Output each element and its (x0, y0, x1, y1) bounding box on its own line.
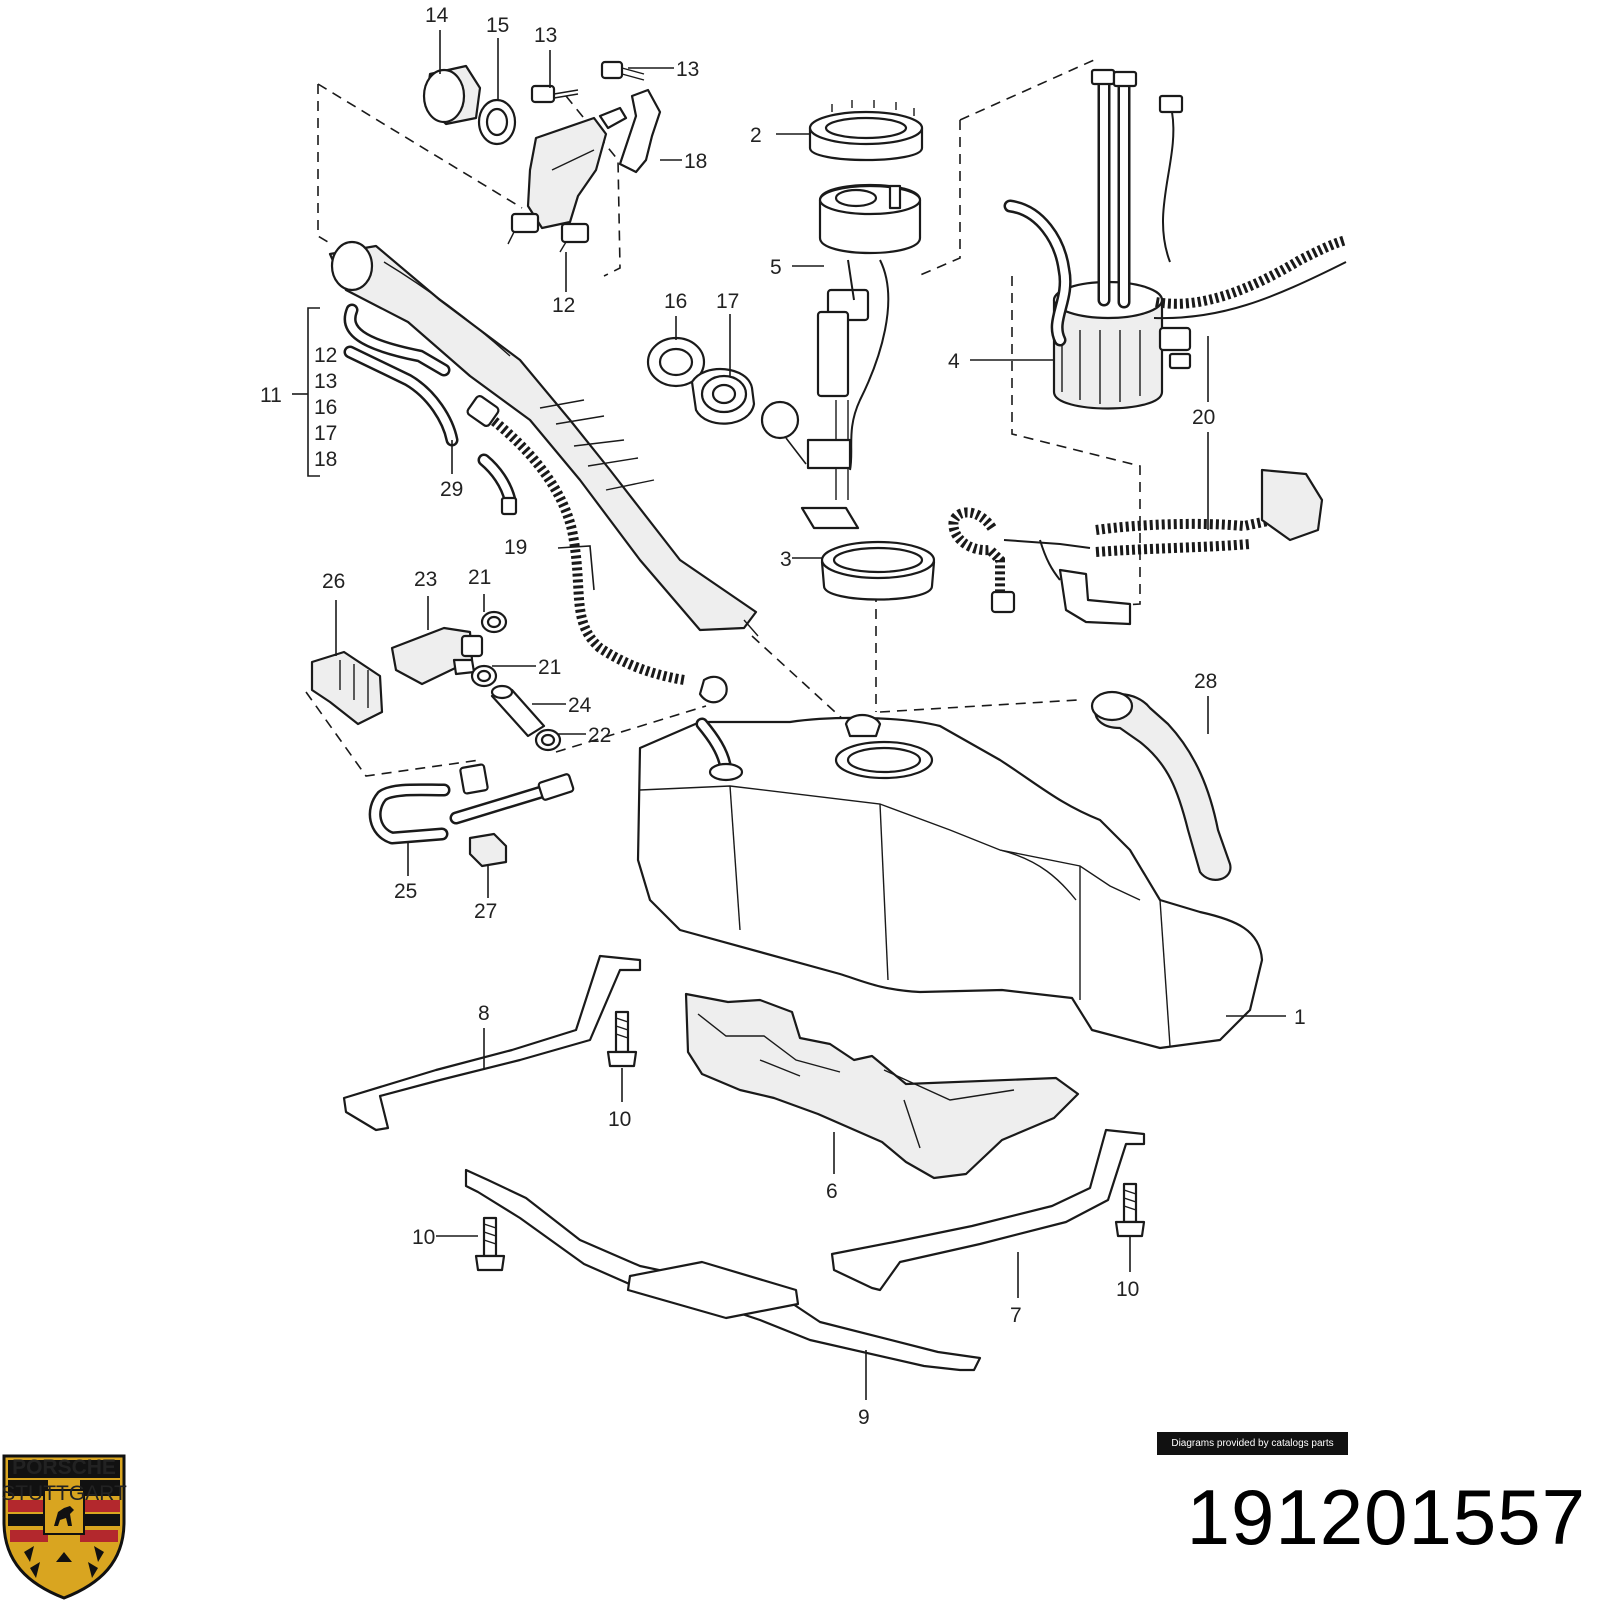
callout-10-a: 10 (608, 1108, 631, 1131)
filler-hose-part-28 (1090, 690, 1232, 881)
clamp-part-21-a (480, 610, 508, 634)
seal-ring-part-3 (820, 540, 936, 601)
hose-harness-part-20 (948, 468, 1324, 626)
float-ball (760, 400, 807, 465)
crest-city: STUTTGART (1, 1482, 127, 1505)
heat-shield-part-6 (684, 992, 1080, 1180)
fuel-sender-part-5 (800, 183, 922, 530)
callout-18: 18 (684, 150, 707, 173)
group-11-item-12: 12 (314, 344, 337, 367)
strap-part-7 (830, 1128, 1146, 1292)
callout-22: 22 (588, 724, 611, 747)
corrugated-hose-part-19 (466, 395, 728, 704)
valve-part-23 (390, 626, 484, 686)
bracket-part-26 (310, 650, 384, 726)
bolt-part-10-a (606, 1010, 638, 1068)
clamp-part-22 (534, 728, 562, 752)
callout-14: 14 (425, 4, 449, 27)
callout-23: 23 (414, 568, 437, 591)
crest-wordmark: PORSCHE (12, 1456, 116, 1479)
callout-10-c: 10 (1116, 1278, 1139, 1301)
strap-part-9 (464, 1168, 982, 1372)
callout-26: 26 (322, 570, 345, 593)
strap-part-8 (342, 954, 642, 1132)
diagram-credit-label: Diagrams provided by catalogs parts (1157, 1432, 1348, 1455)
leader-lines (292, 30, 1286, 1400)
group-11-item-13: 13 (314, 370, 337, 393)
horse-icon (54, 1506, 74, 1526)
callout-16: 16 (664, 290, 687, 313)
callout-2: 2 (750, 124, 762, 147)
callout-9: 9 (858, 1406, 870, 1429)
callout-10-b: 10 (412, 1226, 435, 1249)
fuel-tank-part-1 (636, 713, 1264, 1050)
filler-neck-tube (328, 240, 759, 637)
bracket-part-18 (598, 88, 662, 174)
callout-19: 19 (504, 536, 527, 559)
filler-neck-housing (507, 116, 608, 253)
callout-27: 27 (474, 900, 497, 923)
seal-part-16 (646, 336, 706, 388)
callout-3: 3 (780, 548, 792, 571)
filler-cap-part-14 (422, 64, 482, 126)
bolt-part-10-c (1114, 1182, 1146, 1238)
callout-21-a: 21 (468, 566, 491, 589)
group-11-item-17: 17 (314, 422, 337, 445)
callout-4: 4 (948, 350, 960, 373)
part-number: 191201557 (1186, 1473, 1586, 1561)
lock-ring-part-2 (808, 100, 924, 162)
callout-labels: 14 15 13 13 18 12 2 5 16 17 3 4 20 11 12… (260, 4, 1306, 1429)
vent-line-part-29 (343, 303, 518, 516)
bolt-part-10-b (474, 1216, 506, 1272)
screw-part-13-a (530, 84, 579, 104)
callout-25: 25 (394, 880, 417, 903)
seal-part-17 (690, 368, 756, 425)
hose-part-24 (490, 684, 546, 738)
porsche-crest-logo: PORSCHE STUTTGART (1, 1454, 127, 1600)
group-11-item-16: 16 (314, 396, 337, 419)
callout-1: 1 (1294, 1006, 1306, 1029)
callout-28: 28 (1194, 670, 1217, 693)
seal-ring-part-15 (477, 98, 517, 146)
callout-11: 11 (260, 384, 282, 407)
antler-icon (24, 1546, 104, 1578)
callout-12: 12 (552, 294, 575, 317)
vent-line-part-25 (368, 763, 575, 845)
callout-21-b: 21 (538, 656, 561, 679)
callout-24: 24 (568, 694, 592, 717)
callout-15: 15 (486, 14, 509, 37)
clip-part-27 (468, 832, 508, 868)
callout-5: 5 (770, 256, 782, 279)
callout-6: 6 (826, 1180, 838, 1203)
callout-13-a: 13 (534, 24, 557, 47)
screw-part-13-b (600, 60, 645, 81)
callout-17: 17 (716, 290, 739, 313)
callout-7: 7 (1010, 1304, 1022, 1327)
callout-20: 20 (1192, 406, 1215, 429)
group-11-item-18: 18 (314, 448, 337, 471)
callout-8: 8 (478, 1002, 490, 1025)
callout-13-b: 13 (676, 58, 699, 81)
clamp-part-21-b (470, 664, 498, 688)
fuel-pump-module-part-4 (1003, 68, 1348, 410)
callout-29: 29 (440, 478, 463, 501)
